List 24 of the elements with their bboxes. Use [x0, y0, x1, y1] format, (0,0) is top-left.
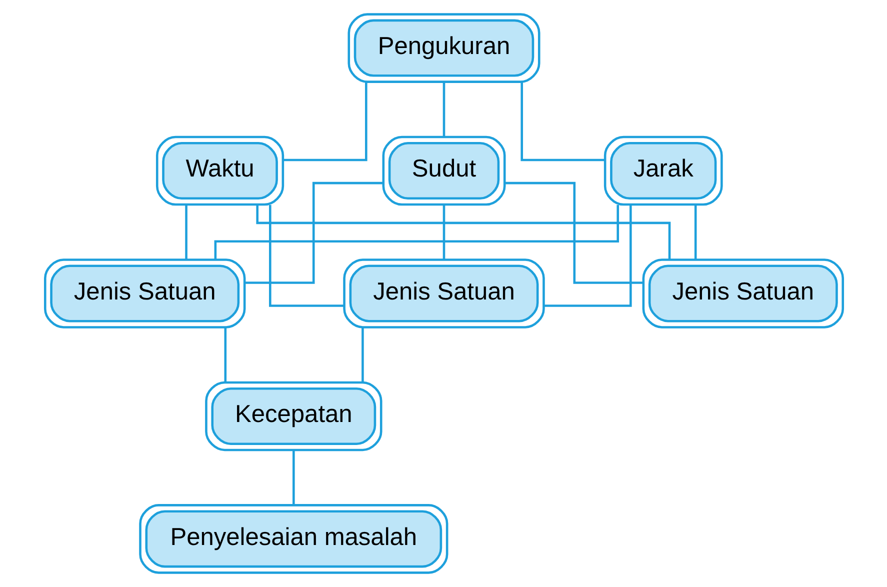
connector: [520, 82, 604, 162]
connector: [442, 82, 445, 137]
node-box: Jenis Satuan: [642, 258, 844, 328]
connector: [504, 182, 643, 284]
connector: [442, 204, 445, 260]
node-box: Jenis Satuan: [342, 258, 544, 328]
connector: [282, 82, 367, 162]
node-box: Waktu: [155, 136, 284, 206]
connector: [292, 450, 294, 505]
connector: [694, 204, 696, 260]
node-box: Sudut: [382, 136, 506, 206]
connector: [256, 204, 670, 260]
node-box: Penyelesaian masalah: [138, 504, 448, 574]
node-box: Jarak: [603, 136, 722, 206]
connector: [184, 204, 187, 260]
connector: [244, 182, 383, 284]
connector: [224, 328, 226, 382]
node-box: Jenis Satuan: [43, 258, 246, 328]
connector: [268, 204, 344, 307]
connector: [214, 204, 618, 260]
connector: [361, 328, 364, 382]
node-box: Kecepatan: [204, 381, 382, 452]
connector: [543, 204, 632, 307]
node-box: Pengukuran: [347, 13, 540, 83]
